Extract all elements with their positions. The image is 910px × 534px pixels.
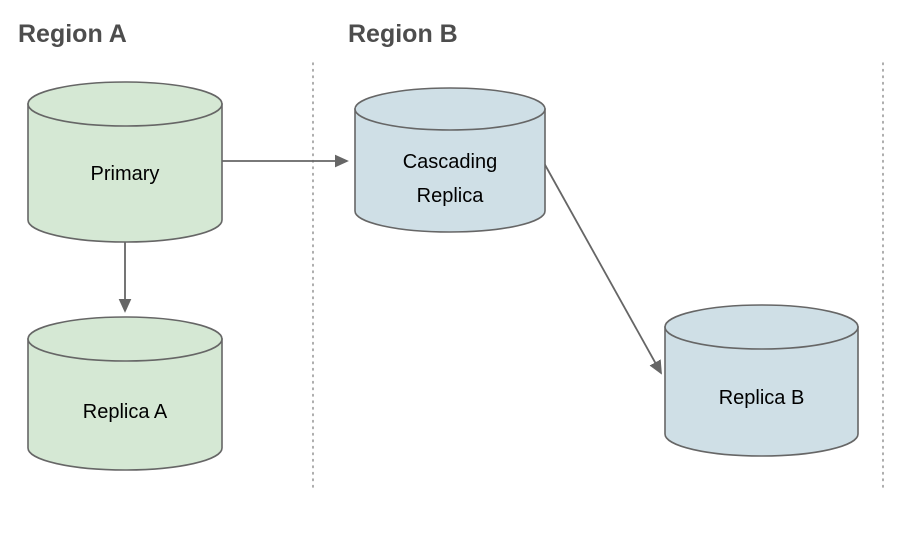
replica-b-cylinder-top [664,304,859,350]
replica-a-cylinder-top [27,316,223,362]
replica-a-cylinder-body [27,338,223,471]
cascading-replica-label-line-2: Replica [417,185,485,207]
primary-label: Primary [91,163,160,185]
node-replica-b[interactable]: Replica B [664,304,859,457]
edge-cascading-replica-to-replica-b [543,162,661,373]
edge-line-cascading-replica-b [543,162,661,373]
cascading-replica-label-line-1: Cascading [403,151,498,173]
cascading-replica-cylinder-top [354,87,546,131]
node-cascading-replica[interactable]: Cascading Replica [354,87,546,233]
replica-b-cylinder-body [664,326,859,457]
node-replica-a[interactable]: Replica A [27,316,223,471]
primary-cylinder-top [27,81,223,127]
replica-a-label: Replica A [83,401,168,423]
primary-cylinder-body [27,103,223,243]
node-primary[interactable]: Primary [27,81,223,243]
cascading-replica-cylinder-body [354,108,546,233]
region-a-title: Region A [18,20,127,48]
region-b-title: Region B [348,20,458,48]
replica-b-label: Replica B [719,387,805,409]
